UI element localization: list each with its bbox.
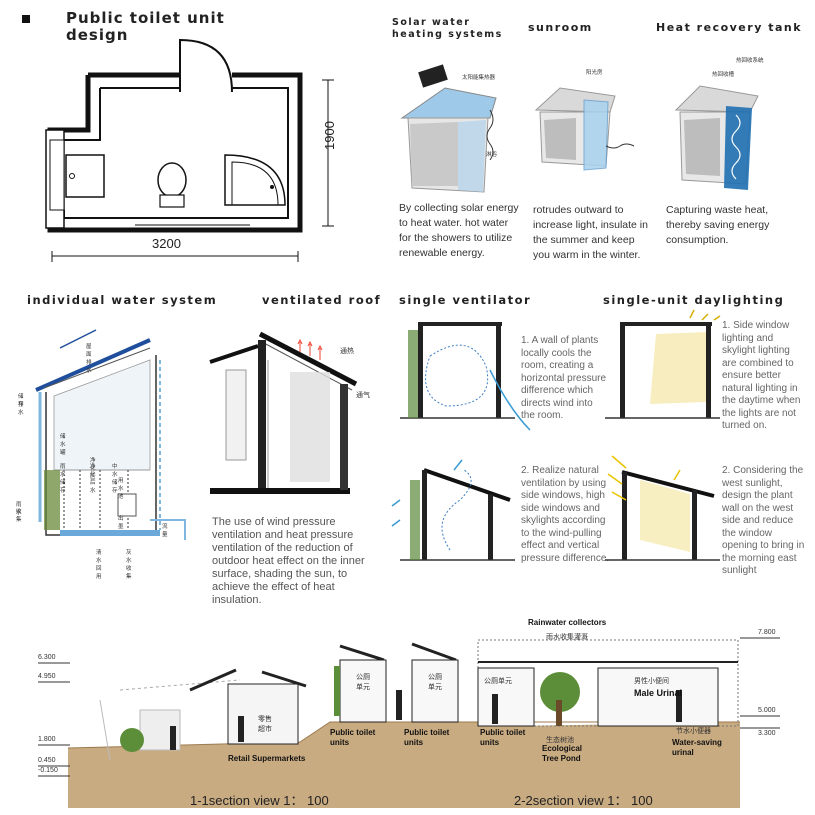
daylighting-desc-1: 1. Side window lighting and skylight lig… [722, 320, 801, 431]
rainwater-title: Rainwater collectors [528, 618, 607, 627]
roof-cn-label-2: 通气 [356, 392, 370, 399]
cn-unit-4: 男性小便间 [634, 678, 669, 685]
cn-unit-5: 零售 超市 [258, 716, 272, 733]
water-cn-3: 储水罐 [60, 434, 66, 456]
ventilator-desc-2: 2. Realize natural ventilation by using … [521, 465, 610, 564]
level-left-0: 6.300 [38, 654, 56, 661]
level-left-2: 1.800 [38, 736, 56, 743]
level-right-2: 3.300 [758, 730, 776, 737]
daylighting-title: single-unit daylighting [603, 293, 785, 307]
ventilator-desc-1: 1. A wall of plants locally cools the ro… [521, 335, 607, 421]
ventilated-roof-title: ventilated roof [262, 293, 382, 307]
heat-cn-label-2: 热回收槽 [712, 72, 735, 78]
water-cn-4: 雨水储存 [60, 464, 66, 494]
heat-tank-title: Heat recovery tank [656, 21, 803, 34]
water-cn-7: 用水池 [118, 478, 124, 500]
solar-desc: By collecting solar energy to heat water… [399, 202, 519, 259]
water-system-title: individual water system [27, 293, 218, 307]
solar-title-line2: heating systems [392, 29, 503, 40]
plan-width-label: 3200 [152, 236, 181, 251]
single-ventilator-title: single ventilator [399, 293, 532, 307]
cn-unit-2: 公厕 单元 [428, 674, 442, 691]
label-retail: Retail Supermarkets [228, 754, 306, 763]
cn-unit-6: 生态树池 [546, 737, 574, 744]
page-title: Public toilet unit design [66, 10, 225, 44]
sunroom-title: sunroom [528, 21, 593, 34]
solar-cn-label-1: 太阳能集热器 [462, 75, 496, 81]
sunroom-desc: rotrudes outward to increase light, insu… [533, 204, 648, 261]
label-toilet-1: Public toilet units [330, 728, 376, 747]
heat-tank-desc: Capturing waste heat, thereby saving ene… [666, 204, 770, 246]
water-cn-12: 出墨 [118, 516, 124, 530]
water-cn-0: 屋面排水 [86, 344, 92, 374]
heat-cn-label-1: 热回收系统 [736, 58, 764, 64]
water-cn-6: 净化后水 [90, 464, 96, 494]
label-toilet-2: Public toilet units [404, 728, 450, 747]
level-left-3: 0.450 [38, 757, 56, 764]
page-title-line2: design [66, 26, 129, 44]
level-left-4: -0.150 [38, 767, 58, 774]
level-left-1: 4.950 [38, 673, 56, 680]
water-cn-13: 灰水收集 [126, 550, 132, 580]
water-cn-9: 雨水 [16, 502, 22, 516]
water-cn-5: 净化区 [90, 458, 96, 480]
roof-cn-label-1: 通热 [340, 348, 354, 355]
cn-unit-3: 公厕单元 [484, 678, 512, 685]
water-cn-2: 排水 [18, 402, 24, 416]
cn-unit-7: 节水小便器 [676, 728, 711, 735]
solar-title: Solar water heating systems [392, 17, 503, 41]
roof-desc: The use of wind pressure ventilation and… [212, 516, 365, 606]
level-right-0: 7.800 [758, 629, 776, 636]
level-right-1: 5.000 [758, 707, 776, 714]
section-view-1-label: 1-1section view 1： 100 [190, 793, 329, 808]
water-cn-8: 中水储存 [112, 464, 118, 494]
solar-cn-label-2: 淋浴 [486, 152, 498, 158]
label-male-urinal: Male Urinal [634, 688, 683, 698]
water-cn-10: 收集 [16, 509, 22, 523]
solar-title-line1: Solar water [392, 17, 471, 28]
water-cn-1: 储存 [18, 394, 24, 408]
water-cn-14: 流量 [162, 524, 168, 538]
label-toilet-3: Public toilet units [480, 728, 526, 747]
page-title-line1: Public toilet unit [66, 9, 225, 27]
sunroom-cn-label: 阳光房 [586, 70, 603, 76]
cn-unit-1: 公厕 单元 [356, 674, 370, 691]
water-cn-11: 清水回用 [96, 550, 102, 580]
rainwater-cn: 雨水收集灌溉 [546, 634, 588, 641]
section-view-2-label: 2-2section view 1： 100 [514, 793, 653, 808]
label-pond: Ecological Tree Pond [542, 744, 583, 763]
daylighting-desc-2: 2. Considering the west sunlight, design… [722, 465, 805, 576]
title-bullet [22, 15, 30, 23]
label-water-saving: Water-saving urinal [672, 738, 722, 757]
